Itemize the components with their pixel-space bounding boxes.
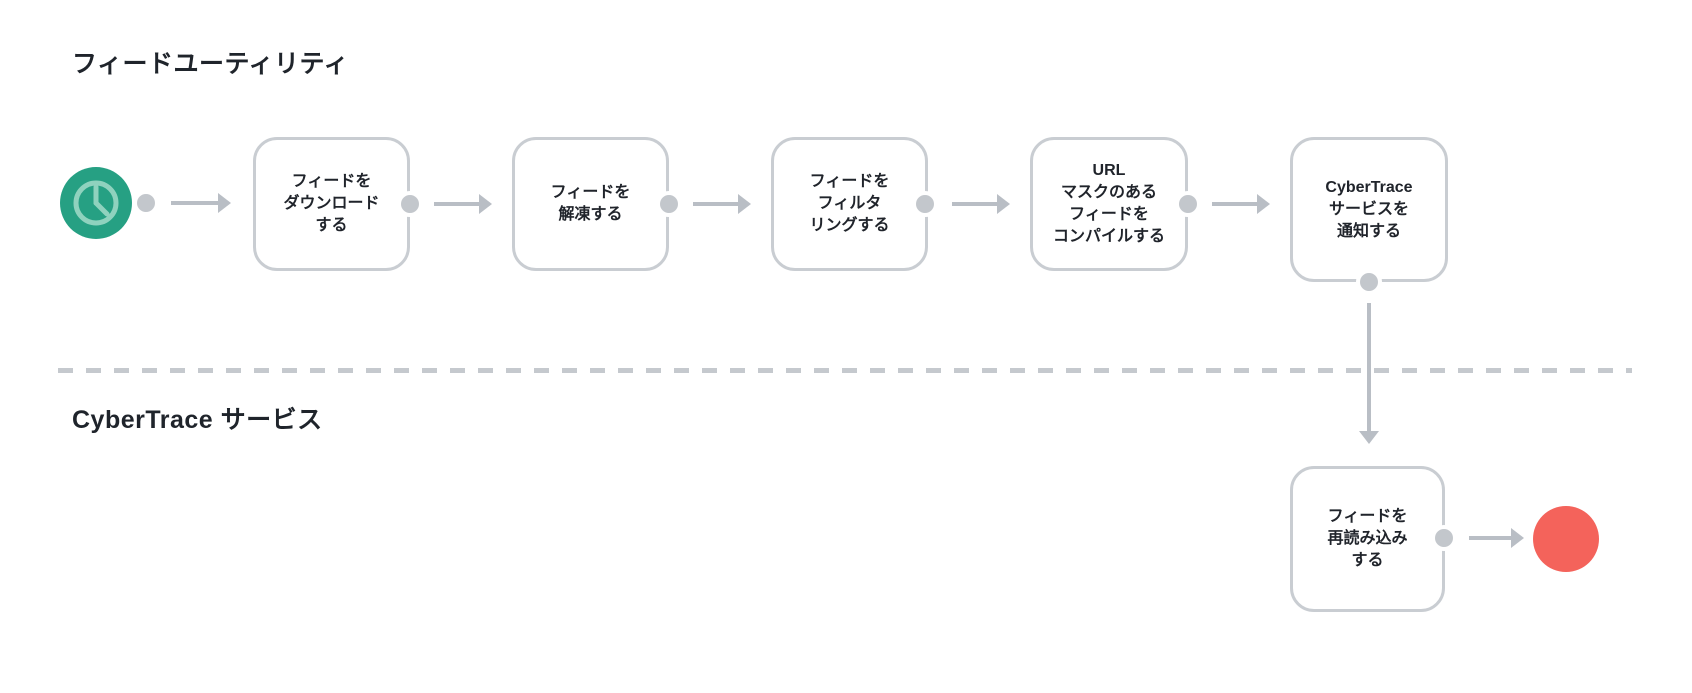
connector-dot <box>397 191 423 217</box>
task-label: フィードを ダウンロード する <box>283 173 380 234</box>
task-label: フィードを フィルタ リングする <box>809 173 890 234</box>
connector-dot <box>133 190 159 216</box>
start-node <box>60 167 132 239</box>
lane-title-cybertrace-service: CyberTrace サービス <box>72 406 323 434</box>
lane-title-feed-utility: フィードユーティリティ <box>72 50 350 78</box>
task-notify-cybertrace: CyberTrace サービスを 通知する <box>1290 137 1448 282</box>
arrow-right-icon <box>693 194 751 214</box>
connector-dot <box>1175 191 1201 217</box>
connector-dot <box>1431 525 1457 551</box>
connector-dot <box>656 191 682 217</box>
task-download-feed: フィードを ダウンロード する <box>253 137 410 271</box>
task-label: URL マスクのある フィードを コンパイルする <box>1052 162 1165 245</box>
connector-dot <box>1356 269 1382 295</box>
task-compile-feed-url-mask: URL マスクのある フィードを コンパイルする <box>1030 137 1188 271</box>
arrow-right-icon <box>1212 194 1270 214</box>
arrow-down-icon <box>1359 303 1379 444</box>
task-reload-feed: フィードを 再読み込み する <box>1290 466 1445 612</box>
task-label: CyberTrace サービスを 通知する <box>1325 178 1413 240</box>
task-filter-feed: フィードを フィルタ リングする <box>771 137 928 271</box>
end-node <box>1533 506 1599 572</box>
connector-dot <box>912 191 938 217</box>
arrow-right-icon <box>952 194 1010 214</box>
lane-divider <box>58 368 1632 373</box>
task-label: フィードを 再読み込み する <box>1327 508 1408 569</box>
clock-icon <box>60 167 132 239</box>
task-label: フィードを 解凍する <box>550 184 631 223</box>
arrow-right-icon <box>171 193 231 213</box>
arrow-right-icon <box>434 194 492 214</box>
task-unpack-feed: フィードを 解凍する <box>512 137 669 271</box>
arrow-right-icon <box>1469 528 1524 548</box>
